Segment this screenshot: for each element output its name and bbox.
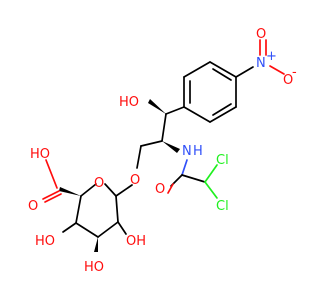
bond-n-co xyxy=(181,159,188,176)
cl-top-label: Cl xyxy=(216,153,229,168)
bond-c-o xyxy=(42,190,60,200)
bond xyxy=(183,106,211,123)
oh-c2-label: OH xyxy=(126,234,146,249)
bond xyxy=(97,221,119,238)
bond-c3-oh xyxy=(62,222,77,233)
oh-c4-label: HO xyxy=(84,260,104,275)
molecule-structure: N + O O - HO N H O O Cl Cl O HO O HO HO … xyxy=(28,27,297,275)
bond xyxy=(80,183,97,197)
cl-bottom-label: Cl xyxy=(216,199,229,214)
bond-c-cl-top xyxy=(204,164,218,183)
bond xyxy=(75,222,99,238)
nitro-plus-sign: + xyxy=(266,49,277,64)
bond-inner xyxy=(212,68,232,81)
nitro-o-minus-label: O xyxy=(283,73,293,88)
nitro-minus-sign: - xyxy=(292,65,297,80)
wedge-bond-oh xyxy=(148,99,166,114)
ether-o-label: O xyxy=(130,173,140,188)
bond xyxy=(104,183,117,197)
bond-n-o-minus xyxy=(269,65,285,75)
bond-c-o-double xyxy=(167,183,174,194)
bond-c-oh xyxy=(45,159,58,189)
acid-o-label: O xyxy=(28,199,38,214)
ring-o-label: O xyxy=(94,176,104,191)
bond-aryl-c1 xyxy=(165,106,185,115)
benzene-ring xyxy=(183,61,237,123)
structure-canvas: N + O O - HO N H O O Cl Cl O HO O HO HO … xyxy=(28,27,297,275)
bond xyxy=(75,195,82,224)
benzylic-oh-label: HO xyxy=(119,95,139,110)
bond-c-chcl2 xyxy=(181,174,206,183)
bond-c-n xyxy=(235,66,254,78)
bond xyxy=(209,61,237,78)
bond xyxy=(183,61,211,78)
amide-n-label: N xyxy=(182,144,192,159)
nitro-n-label: N xyxy=(256,56,266,71)
bond-oether-c1 xyxy=(115,184,133,197)
amide-h-label: H xyxy=(193,144,203,159)
bond-inner xyxy=(212,103,232,116)
hash-bond-nh xyxy=(162,141,180,153)
acid-oh-label: HO xyxy=(30,147,50,162)
bond-c1-c2 xyxy=(161,113,167,142)
bond-c-o-double xyxy=(44,193,62,203)
bond-c3-oether xyxy=(136,145,142,169)
bond xyxy=(209,106,237,123)
bond-c-cl-bottom xyxy=(204,181,218,199)
bond-c2-oh xyxy=(117,221,127,235)
bond xyxy=(115,195,119,223)
wedge-oh-c4 xyxy=(94,237,98,252)
amide-o-label: O xyxy=(155,182,165,197)
bond-c2-c3 xyxy=(140,140,163,147)
nitro-o-label: O xyxy=(256,27,266,42)
wedge-cooh xyxy=(59,187,81,196)
pyranose-ring xyxy=(75,183,119,238)
oh-c3-label: HO xyxy=(35,234,55,249)
